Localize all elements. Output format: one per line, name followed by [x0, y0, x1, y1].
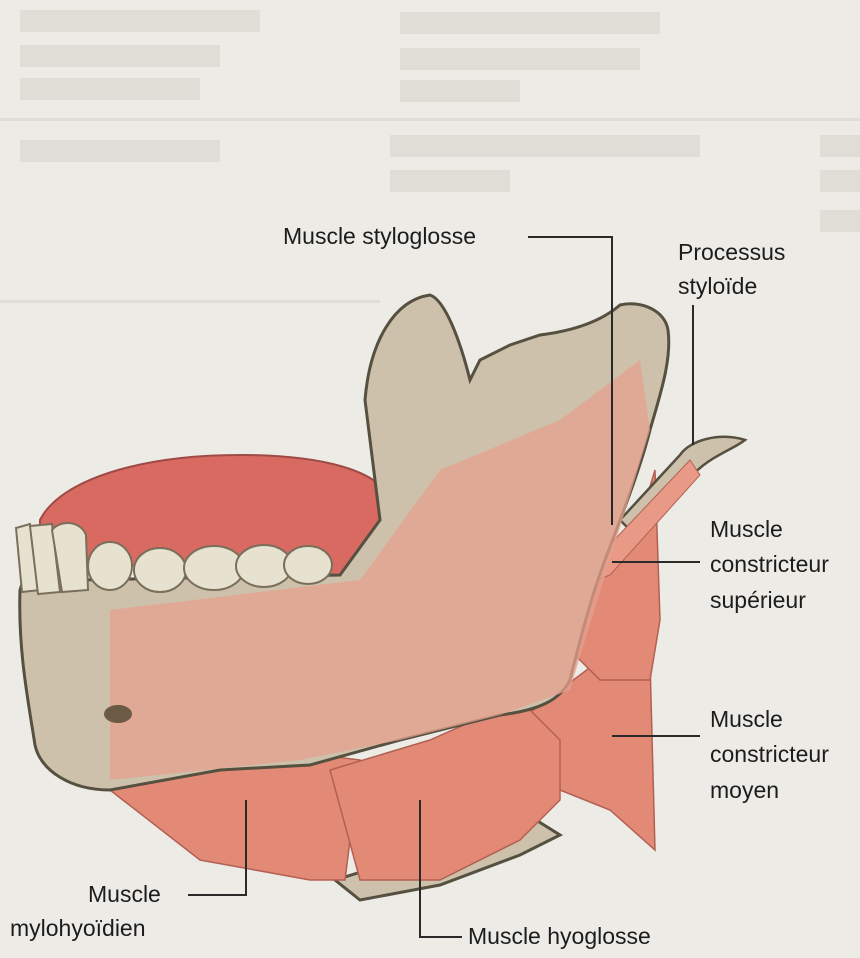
label-styloglosse: Muscle styloglosse: [283, 222, 476, 251]
label-constricteur-moy-line3: moyen: [710, 776, 779, 805]
premolar-tooth: [88, 542, 132, 590]
molar-tooth: [184, 546, 244, 590]
label-constricteur-moy-line2: constricteur: [710, 740, 829, 769]
premolar-tooth: [134, 548, 186, 592]
label-constricteur-sup-line1: Muscle: [710, 515, 783, 544]
label-constricteur-sup-line3: supérieur: [710, 586, 806, 615]
mental-foramen: [104, 705, 132, 723]
molar-tooth: [284, 546, 332, 584]
label-constricteur-sup-line2: constricteur: [710, 550, 829, 579]
label-hyoglosse: Muscle hyoglosse: [468, 922, 651, 951]
label-mylohyoidien-line2: mylohyoïdien: [10, 914, 146, 943]
label-constricteur-moy-line1: Muscle: [710, 705, 783, 734]
label-processus-line1: Processus: [678, 238, 785, 267]
label-processus-line2: styloïde: [678, 272, 757, 301]
label-mylohyoidien-line1: Muscle: [88, 880, 161, 909]
